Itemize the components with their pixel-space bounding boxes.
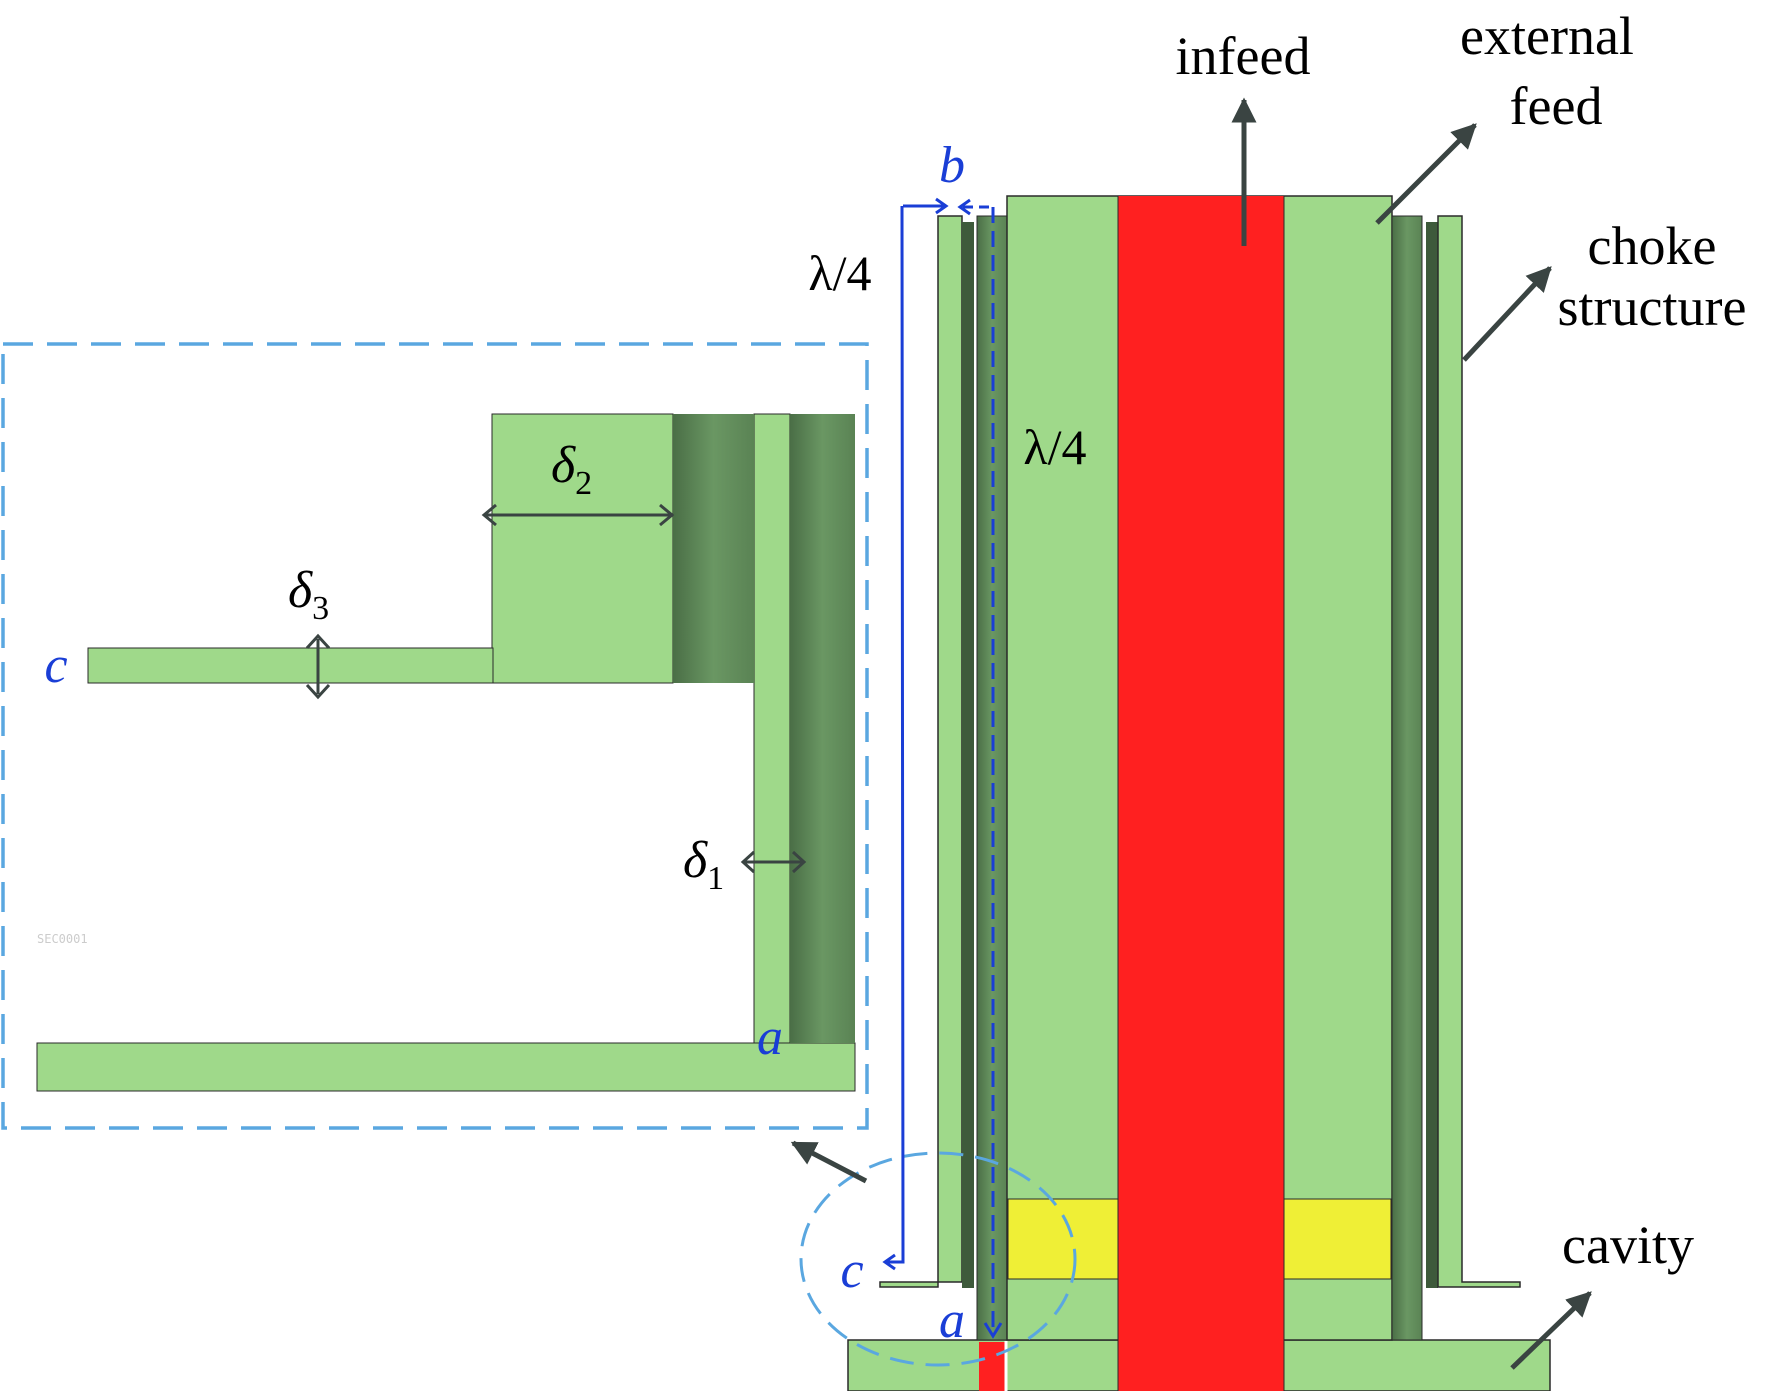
external-feed-right-conductor — [1391, 215, 1423, 1341]
current-path — [882, 197, 1003, 1339]
lambda-quarter-inner: λ/4 — [1023, 419, 1086, 475]
inset-zoom: SEC0001 — [1, 342, 869, 1130]
inset-step-block — [491, 413, 674, 684]
base-red-slot-left — [979, 1342, 1006, 1391]
inset-thin-arm — [87, 647, 494, 684]
delta1-label: δ1 — [683, 832, 724, 897]
inset-point-a-label: a — [757, 1009, 783, 1066]
inset-frame — [1, 342, 869, 1130]
choke-label-line2: structure — [1558, 277, 1747, 337]
zoom-circle — [799, 1151, 1077, 1367]
inset-watermark: SEC0001 — [37, 932, 88, 946]
external-feed-label-line2: feed — [1510, 76, 1603, 136]
choke-right-wall — [1437, 215, 1521, 1288]
yellow-ring-left — [1007, 1198, 1119, 1280]
inset-dark-conductor — [790, 414, 855, 1043]
cavity-arrow — [1510, 1291, 1592, 1370]
delta2-label: δ2 — [551, 437, 592, 502]
external-feed-label-line1: external — [1460, 6, 1634, 66]
main-structure — [847, 195, 1551, 1391]
dimension-arrows — [305, 503, 807, 874]
zoom-pointer-arrow — [790, 1140, 868, 1184]
infeed-label: infeed — [1176, 26, 1311, 86]
inset-bottom-plate — [36, 1042, 856, 1092]
inset-vertical-wall — [753, 413, 791, 1044]
choke-left-wall — [879, 215, 963, 1288]
delta3-label: δ3 — [288, 562, 329, 627]
choke-right-dark-strip — [1426, 222, 1438, 1288]
path-outer-arrow — [887, 205, 905, 1264]
cavity-label: cavity — [1562, 1215, 1694, 1275]
inset-point-c-label: c — [44, 637, 67, 694]
point-b-label: b — [939, 137, 965, 194]
choke-arrow — [1462, 266, 1552, 362]
lambda-quarter-outer: λ/4 — [808, 245, 871, 301]
pointer-arrows — [1231, 97, 1592, 1370]
choke-label-line1: choke — [1588, 216, 1717, 276]
point-a-label: a — [939, 1292, 965, 1349]
choke-left-dark-strip — [962, 222, 974, 1288]
yellow-ring-right — [1283, 1198, 1392, 1280]
point-c-label: c — [840, 1242, 863, 1299]
inset-dark-block — [673, 414, 754, 683]
external-feed-arrow — [1375, 123, 1477, 225]
infeed-core — [1118, 196, 1284, 1391]
